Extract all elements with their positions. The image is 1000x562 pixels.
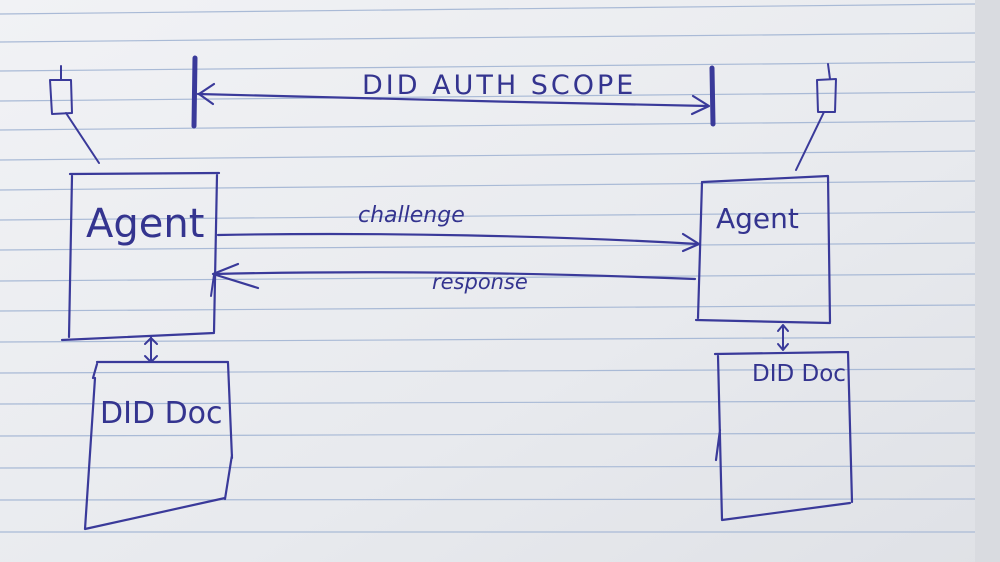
right-antenna [795,63,837,171]
challenge-label: challenge [358,203,465,228]
right-doc-box [713,350,854,522]
scope-arrowhead-left [197,82,216,106]
response-label: response [432,270,528,294]
page-edge [975,0,1000,562]
scope-right-bar [709,65,716,127]
left-agent-label: Agent [86,201,204,247]
right-doc-label: DID Doc [752,361,846,387]
left-agent-box [60,171,221,342]
scope-bracket [191,55,716,129]
ruled-lines [0,3,976,533]
left-antenna [49,65,100,164]
right-link-arrow [777,324,789,351]
scope-double-arrow [196,92,710,108]
challenge-arrow [216,232,701,253]
scope-arrowhead-right [690,94,711,116]
right-agent-label: Agent [716,202,799,235]
response-arrow [210,262,697,297]
scope-left-bar [191,55,198,129]
left-doc-label: DID Doc [100,396,223,431]
left-doc-box [83,360,234,531]
scope-label: DID AUTH SCOPE [362,70,636,101]
right-agent-box [694,174,832,325]
